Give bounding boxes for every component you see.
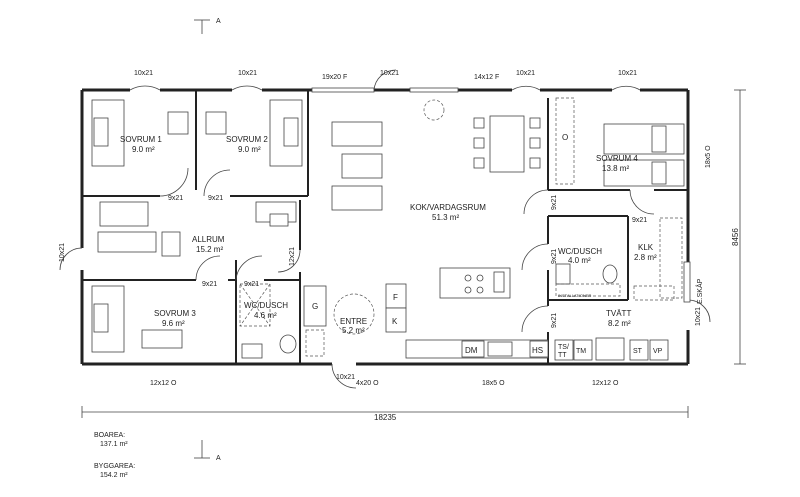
room-name: SOVRUM 4 — [596, 154, 638, 163]
depth-dimension: 8456 — [731, 89, 746, 365]
room-area: 2.8 m² — [634, 253, 657, 262]
width-dimension: 18235 — [81, 406, 689, 422]
room-name: KLK — [638, 243, 654, 252]
room-sovrum-2: SOVRUM 2 9.0 m² — [205, 99, 303, 167]
entre: G ENTRE 5.2 m² — [303, 285, 375, 357]
room-area: 4.0 m² — [568, 256, 591, 265]
fixture-label: TT — [558, 352, 567, 359]
door-label: 9x21 — [208, 195, 223, 202]
room-area: 13.8 m² — [602, 164, 629, 173]
window-label: 10x21 — [618, 70, 637, 77]
section-label-bottom: A — [216, 455, 221, 462]
room-name: KOK/VARDAGSRUM — [410, 203, 486, 212]
room-wc-dusch-left: WC/DUSCH 4.6 m² — [239, 283, 297, 359]
room-area: 8.2 m² — [608, 319, 631, 328]
room-wc-dusch-right: WC/DUSCH 4.0 m² INSTALLATIONER — [555, 247, 621, 298]
window-label: 14x12 F — [474, 74, 499, 81]
room-area: 5.2 m² — [342, 326, 365, 335]
window-label: 12x12 O — [150, 380, 177, 387]
door-label: 12x21 — [289, 247, 296, 266]
room-area: 9.0 m² — [238, 145, 261, 154]
fixture-label: O — [562, 133, 568, 142]
room-name: WC/DUSCH — [558, 247, 602, 256]
room-name: ALLRUM — [192, 235, 225, 244]
depth-dimension-label: 8456 — [731, 228, 740, 246]
window-label: 18x5 O — [482, 380, 505, 387]
installations-label: INSTALLATIONER — [558, 293, 592, 298]
door-label: 9x21 — [551, 313, 558, 328]
room-sovrum-3: SOVRUM 3 9.6 m² — [91, 285, 196, 353]
room-tvatt: TVÄTT 8.2 m² TS/ TT TM ST VP — [554, 285, 675, 361]
room-name: TVÄTT — [606, 309, 631, 318]
section-marker-top: A — [194, 18, 221, 34]
fixture-label: F — [393, 293, 398, 302]
fixture-label: DM — [465, 346, 478, 355]
door-label: 9x21 — [551, 249, 558, 264]
window-label: 19x20 F — [322, 74, 347, 81]
door-label: 10x21 — [59, 243, 66, 262]
door-swings — [59, 167, 711, 389]
outer-walls — [80, 88, 690, 366]
window-label: 10x21 — [380, 70, 399, 77]
room-name: SOVRUM 2 — [226, 135, 268, 144]
room-allrum: ALLRUM 15.2 m² — [97, 201, 297, 257]
byggarea-value: 154.2 m² — [100, 472, 128, 479]
window-label: 18x5 O — [705, 145, 712, 168]
door-label: 9x21 — [202, 281, 217, 288]
kitchen-counter: DM HS — [405, 339, 549, 359]
interior-walls — [82, 90, 688, 364]
room-kok-vardagsrum: KOK/VARDAGSRUM 51.3 m² — [331, 99, 541, 299]
door-label: 10x21 — [695, 307, 702, 326]
fixture-label: ST — [633, 348, 643, 355]
window-label: 10x21 — [336, 374, 355, 381]
top-windows — [129, 69, 641, 93]
room-klk: KLK 2.8 m² — [634, 217, 683, 299]
fixture-label: TM — [576, 348, 586, 355]
section-label-top: A — [216, 18, 221, 25]
door-label: 9x21 — [168, 195, 183, 202]
fridge-column: F K — [385, 283, 407, 333]
boarea-value: 137.1 m² — [100, 441, 128, 448]
window-label: 4x20 O — [356, 380, 379, 387]
window-label: 10x21 — [516, 70, 535, 77]
window-label: 12x12 O — [592, 380, 619, 387]
room-name: SOVRUM 3 — [154, 309, 196, 318]
room-name: SOVRUM 1 — [120, 135, 162, 144]
room-name: ENTRE — [340, 317, 367, 326]
width-dimension-label: 18235 — [374, 413, 397, 422]
section-marker-bottom: A — [194, 440, 221, 462]
window-label: 10x21 — [134, 70, 153, 77]
room-area: 4.6 m² — [254, 311, 277, 320]
room-area: 51.3 m² — [432, 213, 459, 222]
fixture-label: G — [312, 302, 318, 311]
room-area: 15.2 m² — [196, 245, 223, 254]
room-sovrum-1: SOVRUM 1 9.0 m² — [91, 99, 189, 167]
door-label: 9x21 — [632, 217, 647, 224]
fixture-label: VP — [653, 348, 663, 355]
room-area: 9.0 m² — [132, 145, 155, 154]
electrical-cabinet-label: E.SKÅP — [695, 278, 704, 304]
area-summary: BOAREA: 137.1 m² BYGGAREA: 154.2 m² — [94, 432, 135, 479]
boarea-label: BOAREA: — [94, 432, 125, 439]
room-name: WC/DUSCH — [244, 301, 288, 310]
room-area: 9.6 m² — [162, 319, 185, 328]
fixture-label: K — [392, 317, 398, 326]
window-label: 10x21 — [238, 70, 257, 77]
fixture-label: HS — [532, 346, 543, 355]
door-label: 9x21 — [551, 195, 558, 210]
room-sovrum-4: O SOVRUM 4 13.8 m² — [555, 97, 685, 187]
door-label: 9x21 — [244, 281, 259, 288]
byggarea-label: BYGGAREA: — [94, 463, 135, 470]
fixture-label: TS/ — [558, 344, 569, 351]
electrical-cabinet: E.SKÅP — [683, 261, 704, 304]
